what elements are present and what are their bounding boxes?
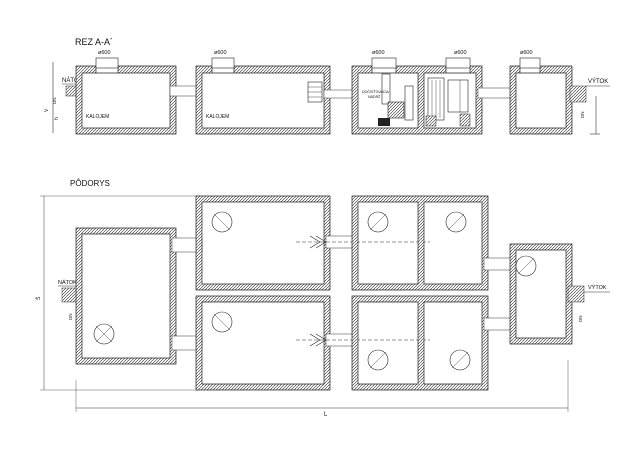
pump-riser — [381, 73, 391, 105]
manhole-dim: ø600 — [98, 50, 111, 56]
section-outlet-pipe — [569, 85, 587, 103]
plan-tank-1 — [75, 227, 177, 365]
section-outlet-label: VÝTOK — [588, 78, 608, 85]
plan-title: PÔDORYS — [70, 179, 110, 188]
plan-outlet-label: VÝTOK — [588, 284, 607, 291]
depth-dimension: V — [44, 108, 50, 112]
pump-base — [378, 118, 390, 126]
height-dimension: h — [54, 117, 60, 120]
section-tank-2: ø600 KALOJEM — [195, 50, 331, 135]
manhole-shaft — [445, 57, 471, 69]
section-dn-right: DN — [580, 112, 585, 119]
pump-pipe — [404, 85, 414, 121]
connector-pipe — [169, 85, 199, 97]
manhole-shaft — [211, 57, 235, 69]
plan-inlet-pipe — [61, 287, 79, 303]
section-view: REZ A-A´ V h DN NÁTOK ø600 KALOJEM ø600 … — [44, 37, 610, 135]
manhole-dim: ø600 — [372, 50, 385, 56]
width-dimension: Š — [35, 296, 42, 300]
plan-tank-2 — [195, 195, 331, 391]
plan-dn-right: DN — [578, 316, 583, 323]
plan-view: PÔDORYS Š L NÁTOK DN — [35, 179, 610, 418]
section-title: REZ A-A´ — [75, 37, 113, 47]
section-dn-left: DN — [52, 98, 57, 105]
tank-label: KALOJEM — [206, 114, 229, 120]
connector-pipe — [323, 89, 355, 99]
plan-tank-4 — [509, 243, 573, 345]
section-tank-4: ø600 — [509, 50, 573, 135]
manhole-shaft — [519, 57, 541, 69]
manhole-dim: ø600 — [214, 50, 227, 56]
connector-pipe — [483, 317, 513, 331]
manhole-shaft — [95, 57, 119, 69]
pump-label: DOČISŤOVACIA — [362, 89, 389, 94]
connector-pipe — [483, 257, 513, 271]
length-dimension: L — [324, 412, 328, 418]
manhole-shaft — [371, 57, 397, 69]
pump-label: NÁDRŽ — [368, 94, 381, 99]
connector-pipe — [477, 87, 513, 99]
distribution-pipe — [447, 79, 469, 113]
plan-dn-left: DN — [68, 314, 73, 321]
plan-inlet-label: NÁTOK — [58, 279, 77, 286]
section-tank-3: ø600 ø600 DOČISŤOVACIA NÁDRŽ — [351, 50, 483, 135]
section-inlet-label: NÁTOK — [62, 77, 83, 84]
tank-label: KALOJEM — [86, 114, 109, 120]
manhole-dim: ø600 — [454, 50, 467, 56]
plan-tank-3 — [351, 195, 489, 391]
section-tank-1: ø600 KALOJEM — [75, 50, 177, 135]
pump-unit — [387, 101, 405, 119]
manhole-dim: ø600 — [520, 50, 533, 56]
plan-outlet-pipe — [567, 285, 585, 303]
